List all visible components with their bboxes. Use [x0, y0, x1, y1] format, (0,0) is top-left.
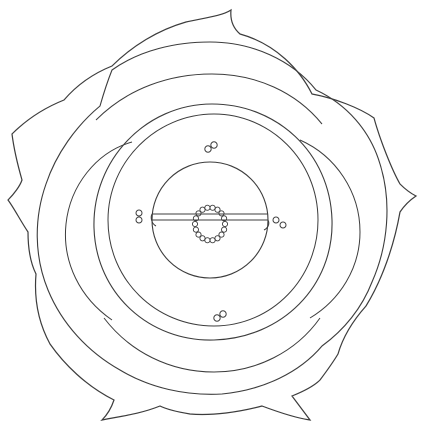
top-ovule-pair-icon [205, 142, 217, 152]
stamen-bead [222, 221, 227, 226]
stamen-bead [205, 205, 210, 210]
bottom-ovule-pair-icon [214, 311, 226, 321]
outer-petal-outline [8, 10, 416, 420]
right-petal-arc [300, 140, 360, 318]
top-petal-arc [96, 74, 322, 124]
left-ovule-pair-icon [136, 210, 142, 223]
inner-receptacle-outline [94, 104, 332, 340]
stamen-bead [193, 227, 198, 232]
stamen-ring-icon [192, 205, 227, 243]
middle-petal-outline [37, 42, 387, 394]
stamen-bead [222, 227, 227, 232]
stamen-bead [215, 236, 220, 241]
stamen-bead [200, 207, 205, 212]
septum-right-hook [264, 220, 269, 230]
right-ovule-pair-icon [273, 217, 286, 228]
stamen-bead [210, 205, 215, 210]
stamen-bead [196, 232, 201, 237]
stamen-bead [219, 211, 224, 216]
stamen-bead [210, 238, 215, 243]
stamen-bead [192, 221, 197, 226]
stamen-bead [205, 238, 210, 243]
